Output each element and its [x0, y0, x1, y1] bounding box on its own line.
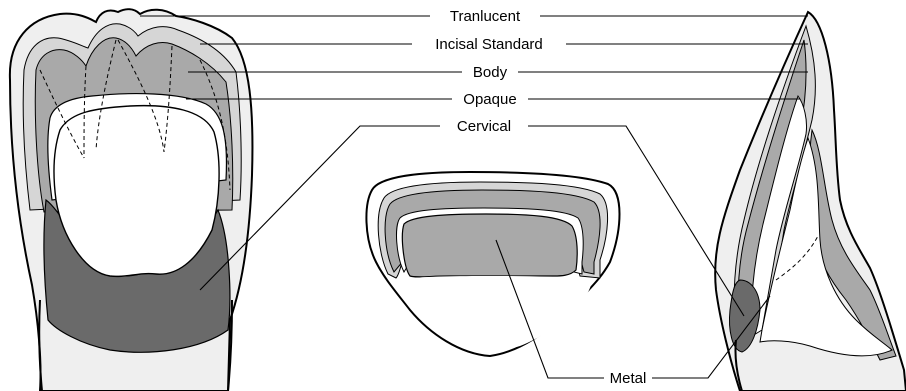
cross-section-tooth: [366, 172, 619, 356]
label-body: Body: [473, 64, 508, 81]
side-view-tooth: [715, 12, 906, 391]
label-opaque: Opaque: [463, 91, 516, 108]
label-tranlucent: Tranlucent: [450, 8, 521, 25]
front-metal-coping: [54, 106, 219, 277]
label-incisal-standard: Incisal Standard: [435, 36, 543, 53]
label-metal: Metal: [610, 370, 647, 387]
label-cervical: Cervical: [457, 118, 511, 135]
front-view-tooth: [10, 9, 253, 391]
section-metal-core: [402, 214, 577, 277]
section-lingual-cavity: [396, 276, 592, 349]
